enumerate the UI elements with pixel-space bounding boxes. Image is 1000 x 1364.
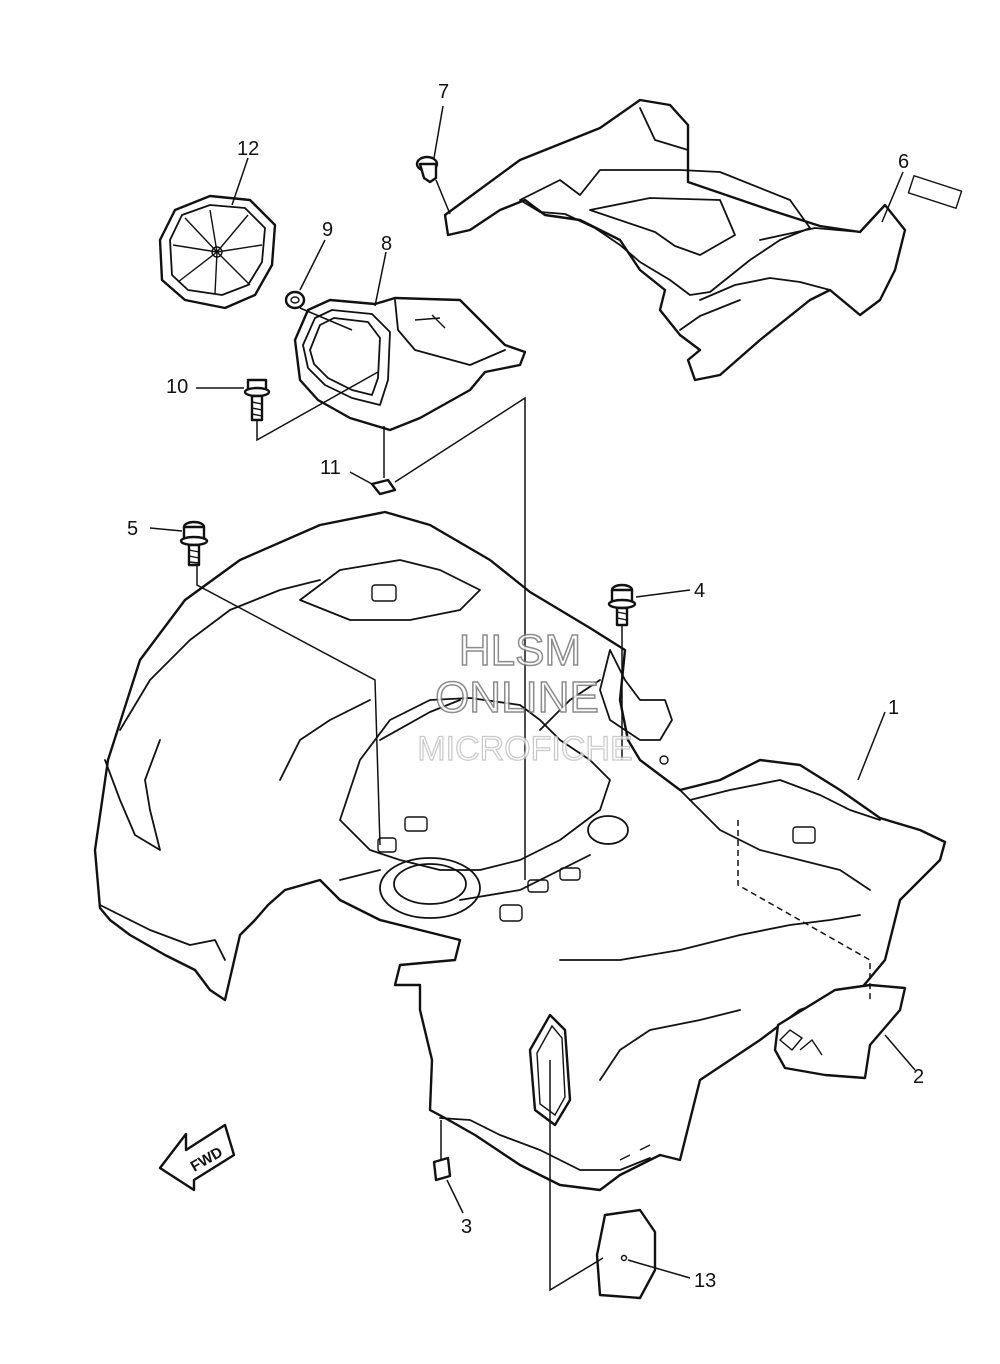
watermark: HLSM ONLINE MICROFICHE (417, 625, 634, 768)
callout-11: 11 (320, 457, 341, 479)
callout-5: 5 (127, 518, 138, 540)
bolt-10-part (243, 378, 271, 422)
watermark-line-1: HLSM (459, 626, 581, 675)
mud-guard-part (773, 983, 907, 1080)
rear-fender-part (93, 510, 947, 1192)
cover-cap-part (158, 194, 277, 310)
callout-8: 8 (381, 233, 392, 255)
nut-11-part (370, 478, 397, 496)
callout-12: 12 (237, 138, 259, 160)
callout-1: 1 (888, 697, 899, 719)
bolt-5-part (179, 520, 209, 567)
callout-3: 3 (461, 1216, 472, 1238)
callout-6: 6 (898, 151, 909, 173)
callout-7: 7 (438, 81, 449, 103)
callout-labels: 1 2 3 4 5 6 7 8 9 10 11 12 13 (127, 81, 924, 1292)
push-rivet-part (415, 105, 444, 184)
assembly-lines (149, 157, 916, 1292)
callout-13: 13 (694, 1270, 716, 1292)
storage-box-part (293, 296, 527, 432)
callout-2: 2 (913, 1066, 924, 1088)
bolt-4-part (607, 583, 637, 627)
rear-carrier-cover-part (443, 98, 963, 382)
callout-9: 9 (322, 219, 333, 241)
fwd-direction-arrow: FWD (158, 1123, 236, 1192)
nut-3-part (432, 1156, 452, 1182)
watermark-line-2: ONLINE (435, 673, 599, 722)
watermark-line-3: MICROFICHE (417, 730, 632, 768)
grommet-part (284, 290, 306, 310)
callout-4: 4 (694, 580, 705, 602)
callout-10: 10 (166, 376, 188, 398)
plate-13-part (595, 1208, 657, 1300)
